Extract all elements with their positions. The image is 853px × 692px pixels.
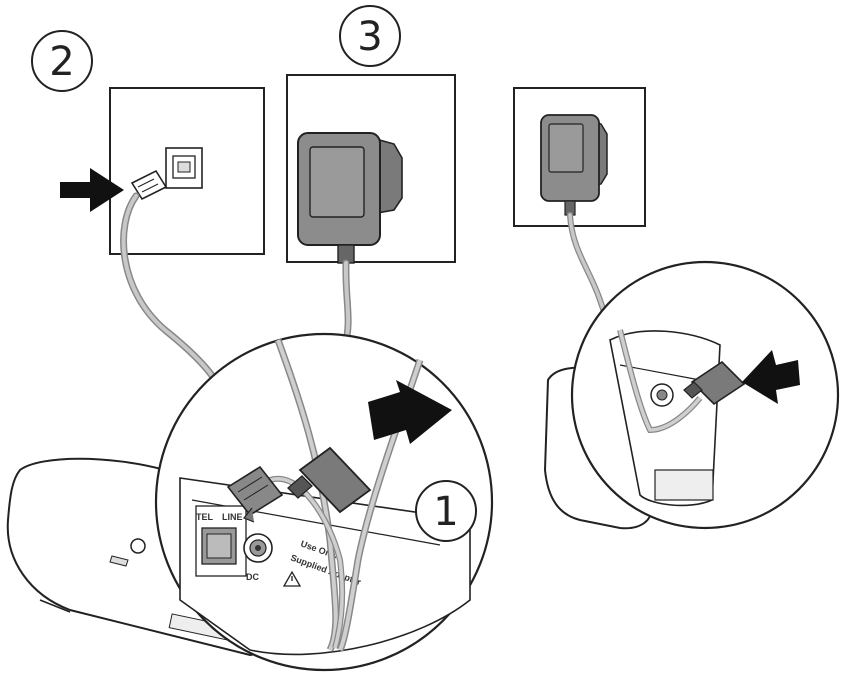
tel-label: TEL xyxy=(196,512,214,522)
power-adapter-right xyxy=(540,114,608,216)
step-2-badge: 2 xyxy=(31,30,93,92)
push-arrow-icon xyxy=(368,380,452,444)
step-3-label: 3 xyxy=(357,14,382,60)
phone-plug-zoom xyxy=(226,465,284,523)
zoom-circle-base-rear: TEL LINE DC Use Only Supplied Adapter xyxy=(154,332,494,672)
phone-socket-icon xyxy=(165,147,203,189)
line-label: LINE xyxy=(222,512,243,522)
push-arrow-icon xyxy=(742,350,800,404)
step-2-label: 2 xyxy=(49,39,74,85)
dc-plug-right xyxy=(683,360,746,406)
step-1-badge: 1 xyxy=(415,480,477,542)
phone-plug xyxy=(130,169,168,201)
dc-label: DC xyxy=(246,572,259,582)
wall-panel-phone xyxy=(109,87,265,255)
step-3-badge: 3 xyxy=(339,5,401,67)
dc-jack xyxy=(243,533,273,563)
warning-triangle-icon xyxy=(282,570,302,587)
step-1-label: 1 xyxy=(433,489,458,535)
zoom-circle-adapter-jack xyxy=(570,260,840,530)
dc-jack-right xyxy=(650,383,674,407)
push-arrow-icon xyxy=(60,168,124,212)
dc-plug-zoom xyxy=(287,446,372,514)
line-port xyxy=(201,527,237,565)
